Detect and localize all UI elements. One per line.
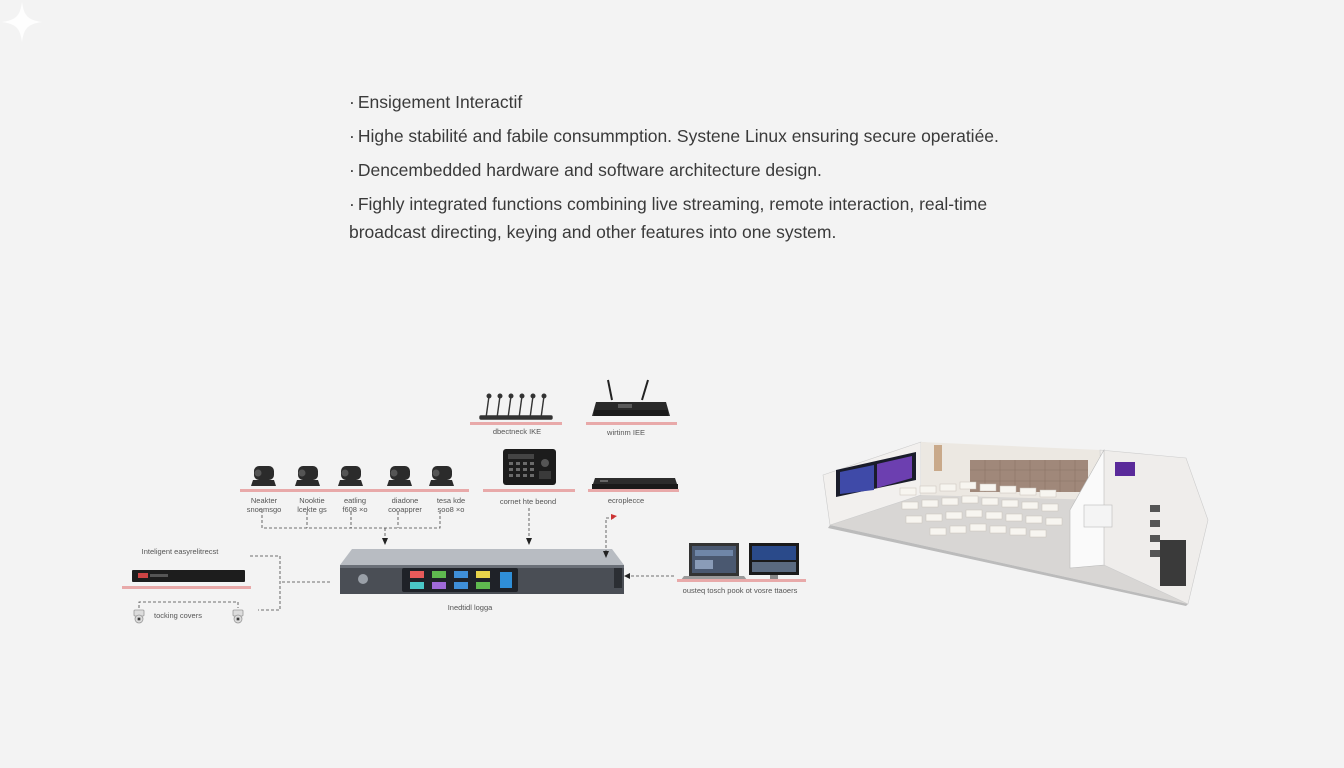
- feature-item-4: ·Fighly integrated functions combining l…: [349, 194, 988, 242]
- wireless-mic-label: wirtinm IEE: [607, 428, 645, 437]
- control-board-icon: [503, 449, 556, 485]
- control-board-label: cornet hte beond: [499, 497, 557, 506]
- tracking-host-label: Inteligent easyrelitrecst: [141, 547, 219, 556]
- ptz-camera-icon: [251, 466, 454, 486]
- camera-label: Nooktie lcekte gs: [297, 496, 327, 514]
- main-host-icon: [340, 549, 624, 594]
- tracking-camera-icon: [133, 609, 244, 624]
- wireless-receiver-icon: [592, 379, 670, 416]
- board-shelf: [483, 489, 575, 492]
- feature-item-2: ·Highe stabilité and fabile consummption…: [349, 126, 999, 146]
- camera-label: diadone cooapprer: [388, 496, 422, 514]
- sparkle-icon: [2, 2, 42, 42]
- camera-shelf: [240, 489, 469, 492]
- tracking-host-shelf: [122, 586, 251, 589]
- touch-shelf: [677, 579, 806, 582]
- feature-text: Fighly integrated functions combining li…: [349, 194, 988, 242]
- gooseneck-mics-icon: [479, 393, 553, 420]
- feature-list: ·Ensigement Interactif ·Highe stabilité …: [349, 88, 1029, 252]
- feature-text: Ensigement Interactif: [357, 92, 523, 112]
- camera-label: tesa kde soo8 ×o: [436, 496, 466, 514]
- feature-item-1: ·Ensigement Interactif: [349, 92, 523, 112]
- processor-shelf: [588, 489, 679, 492]
- camera-label: Neakter snoemsgo: [246, 496, 282, 514]
- gooseneck-label: dbectneck IKE: [492, 427, 542, 436]
- arrow-icon: [382, 514, 630, 579]
- gooseneck-shelf: [470, 422, 562, 425]
- tracking-host-icon: [132, 570, 245, 582]
- audio-processor-icon: [592, 478, 678, 489]
- feature-text: Highe stabilité and fabile consummption.…: [357, 126, 999, 146]
- touch-terminal-icon: [681, 543, 799, 580]
- classroom-illustration: [822, 441, 1209, 606]
- feature-text: Dencembedded hardware and software archi…: [357, 160, 822, 180]
- main-host-label: Inedtidl logga: [447, 603, 493, 612]
- tracking-camera-label: tocking covers: [154, 611, 202, 620]
- feature-item-3: ·Dencembedded hardware and software arch…: [349, 160, 822, 180]
- wireless-shelf: [586, 422, 677, 425]
- touch-terminal-label: ousteq tosch pook ot vosre ttaoers: [682, 586, 798, 595]
- processor-label: ecroplecce: [607, 496, 645, 505]
- camera-label: eatling f608 ×o: [342, 496, 368, 514]
